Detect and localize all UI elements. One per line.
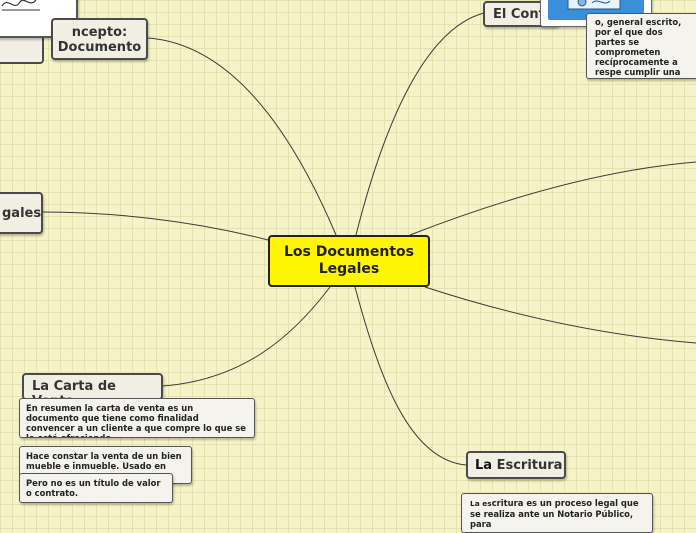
link-right-lower [425, 287, 696, 343]
topic-concepto-documento[interactable]: ncepto: Documento [51, 18, 148, 60]
topic-carta-de-venta[interactable]: La Carta de Venta [22, 373, 163, 400]
central-topic-line2: Legales [284, 261, 414, 278]
note-contrato-definicion: o, general escrito, por el que dos parte… [586, 13, 696, 79]
central-topic-line1: Los Documentos [284, 244, 414, 261]
note-carta-titulo: Pero no es un título de valor o contrato… [19, 473, 173, 503]
topic-legales-label: gales [2, 206, 41, 221]
central-topic[interactable]: Los Documentos Legales [268, 235, 430, 287]
note-carta-resumen: En resumen la carta de venta es un docum… [19, 398, 255, 438]
link-concepto [148, 38, 336, 235]
link-contrato [356, 13, 484, 235]
topic-concepto-line2: Documento [53, 40, 146, 55]
link-legales [42, 212, 268, 240]
topic-escritura-label: Escritura [497, 458, 563, 473]
topic-concepto-line1: ncepto: [53, 25, 146, 40]
topic-escritura-prefix: La [475, 458, 492, 473]
topic-documentos-legales[interactable]: gales [0, 192, 43, 234]
topic-contrato-label: El Cont [493, 7, 545, 22]
note-escritura-definicion: La escritura es un proceso legal que se … [461, 493, 653, 533]
topic-la-escritura[interactable]: La Escritura [466, 451, 566, 479]
note-escritura-prefix: La es [470, 499, 492, 508]
link-right-upper [410, 162, 696, 235]
link-carta [163, 287, 330, 386]
link-escritura [355, 287, 466, 465]
